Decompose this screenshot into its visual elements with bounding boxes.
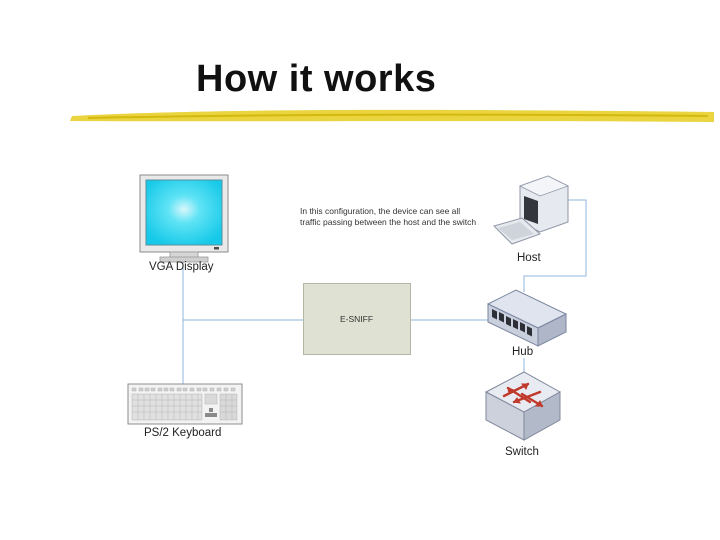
note-line-1: In this configuration, the device can se…	[300, 206, 461, 216]
host-label: Host	[517, 252, 541, 264]
slide-title: How it works	[196, 58, 437, 100]
host-to-hub-line	[523, 199, 587, 292]
note-line-2: traffic passing between the host and the…	[300, 217, 477, 227]
display-label: VGA Display	[149, 261, 214, 273]
esniff-box: E-SNIFF	[303, 283, 411, 355]
hub-label: Hub	[512, 346, 534, 358]
keyboard-label: PS/2 Keyboard	[144, 427, 222, 439]
diagram-note: In this configuration, the device can se…	[300, 206, 476, 228]
esniff-label: E-SNIFF	[340, 314, 374, 324]
title-underline	[70, 109, 714, 122]
switch-label: Switch	[505, 446, 539, 458]
